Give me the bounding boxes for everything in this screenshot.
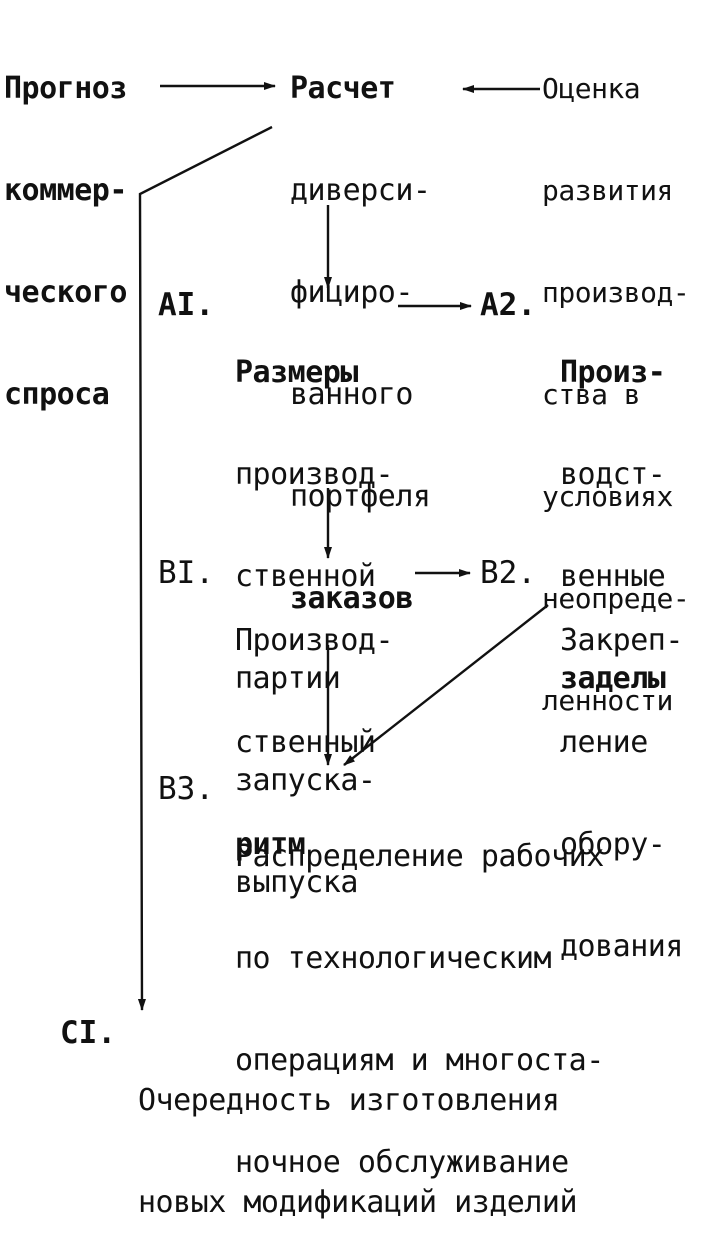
node-equipment-assignment: Закреп- ление обору- дования: [560, 556, 683, 998]
node-code-a2: A2.: [480, 287, 536, 323]
node-line: Закреп-: [560, 623, 683, 658]
node-commercial-demand-forecast: Прогноз коммер- ческого спроса: [4, 4, 127, 446]
node-work-in-progress: Произ- водст- венные заделы: [560, 288, 666, 730]
node-line: заказов: [290, 581, 413, 616]
node-line: ственный: [235, 725, 376, 760]
node-line: ленности: [542, 684, 673, 717]
node-code-a1: AI.: [158, 287, 214, 323]
node-modification-sequence: Очередность изготовления новых модификац…: [138, 1016, 578, 1254]
node-line: диверси-: [290, 173, 431, 208]
node-batch-size: Размеры производ- ственной партии запуск…: [235, 288, 394, 934]
node-order-portfolio-calc: Расчет диверси- фициро- ванного портфеля…: [290, 4, 431, 650]
node-line: новых модификаций изделий: [138, 1185, 578, 1220]
node-line: ственной: [235, 559, 376, 594]
node-line: ванного: [290, 377, 413, 412]
node-line: портфеля: [290, 479, 431, 514]
node-code-b3: B3.: [158, 771, 214, 807]
node-line: ритм: [235, 827, 306, 862]
node-line: Очередность изготовления: [138, 1083, 560, 1118]
node-line: партии: [235, 661, 341, 696]
edge-calc-to-c1: [137, 125, 273, 1011]
node-line: венные: [560, 559, 666, 594]
node-line: заделы: [560, 661, 666, 696]
edge-b2-to-b3: [343, 604, 549, 766]
node-line: неопреде-: [542, 582, 690, 615]
node-line: дования: [560, 929, 683, 964]
node-line: Оценка: [542, 72, 641, 105]
node-line: производ-: [235, 457, 394, 492]
node-line: ческого: [4, 275, 127, 310]
node-code-c1: CI.: [60, 1015, 116, 1051]
node-line: Прогноз: [4, 71, 127, 106]
node-line: водст-: [560, 457, 666, 492]
node-code-b2: B2.: [480, 555, 536, 591]
node-line: Производ-: [235, 623, 394, 658]
node-line: спроса: [4, 377, 110, 412]
node-line: Размеры: [235, 355, 358, 390]
node-line: выпуска: [235, 865, 358, 900]
diagram-edges: [137, 82, 549, 1011]
node-line: коммер-: [4, 173, 127, 208]
node-line: развития: [542, 174, 673, 207]
node-line: запуска-: [235, 763, 376, 798]
node-line: условиях: [542, 480, 673, 513]
node-line: Расчет: [290, 71, 396, 106]
node-line: ление: [560, 725, 648, 760]
node-production-rhythm: Производ- ственный ритм: [235, 556, 394, 896]
node-line: фициро-: [290, 275, 413, 310]
node-line: Произ-: [560, 355, 666, 390]
node-line: ства в: [542, 378, 641, 411]
node-production-development-assessment: Оценка развития производ- ства в условия…: [542, 4, 690, 752]
node-line: Распределение рабочих: [235, 839, 604, 874]
node-line: производ-: [542, 276, 690, 309]
node-line: операциям и многоста-: [235, 1043, 604, 1078]
node-code-b1: BI.: [158, 555, 214, 591]
node-line: обору-: [560, 827, 666, 862]
node-line: по технологическим: [235, 941, 552, 976]
